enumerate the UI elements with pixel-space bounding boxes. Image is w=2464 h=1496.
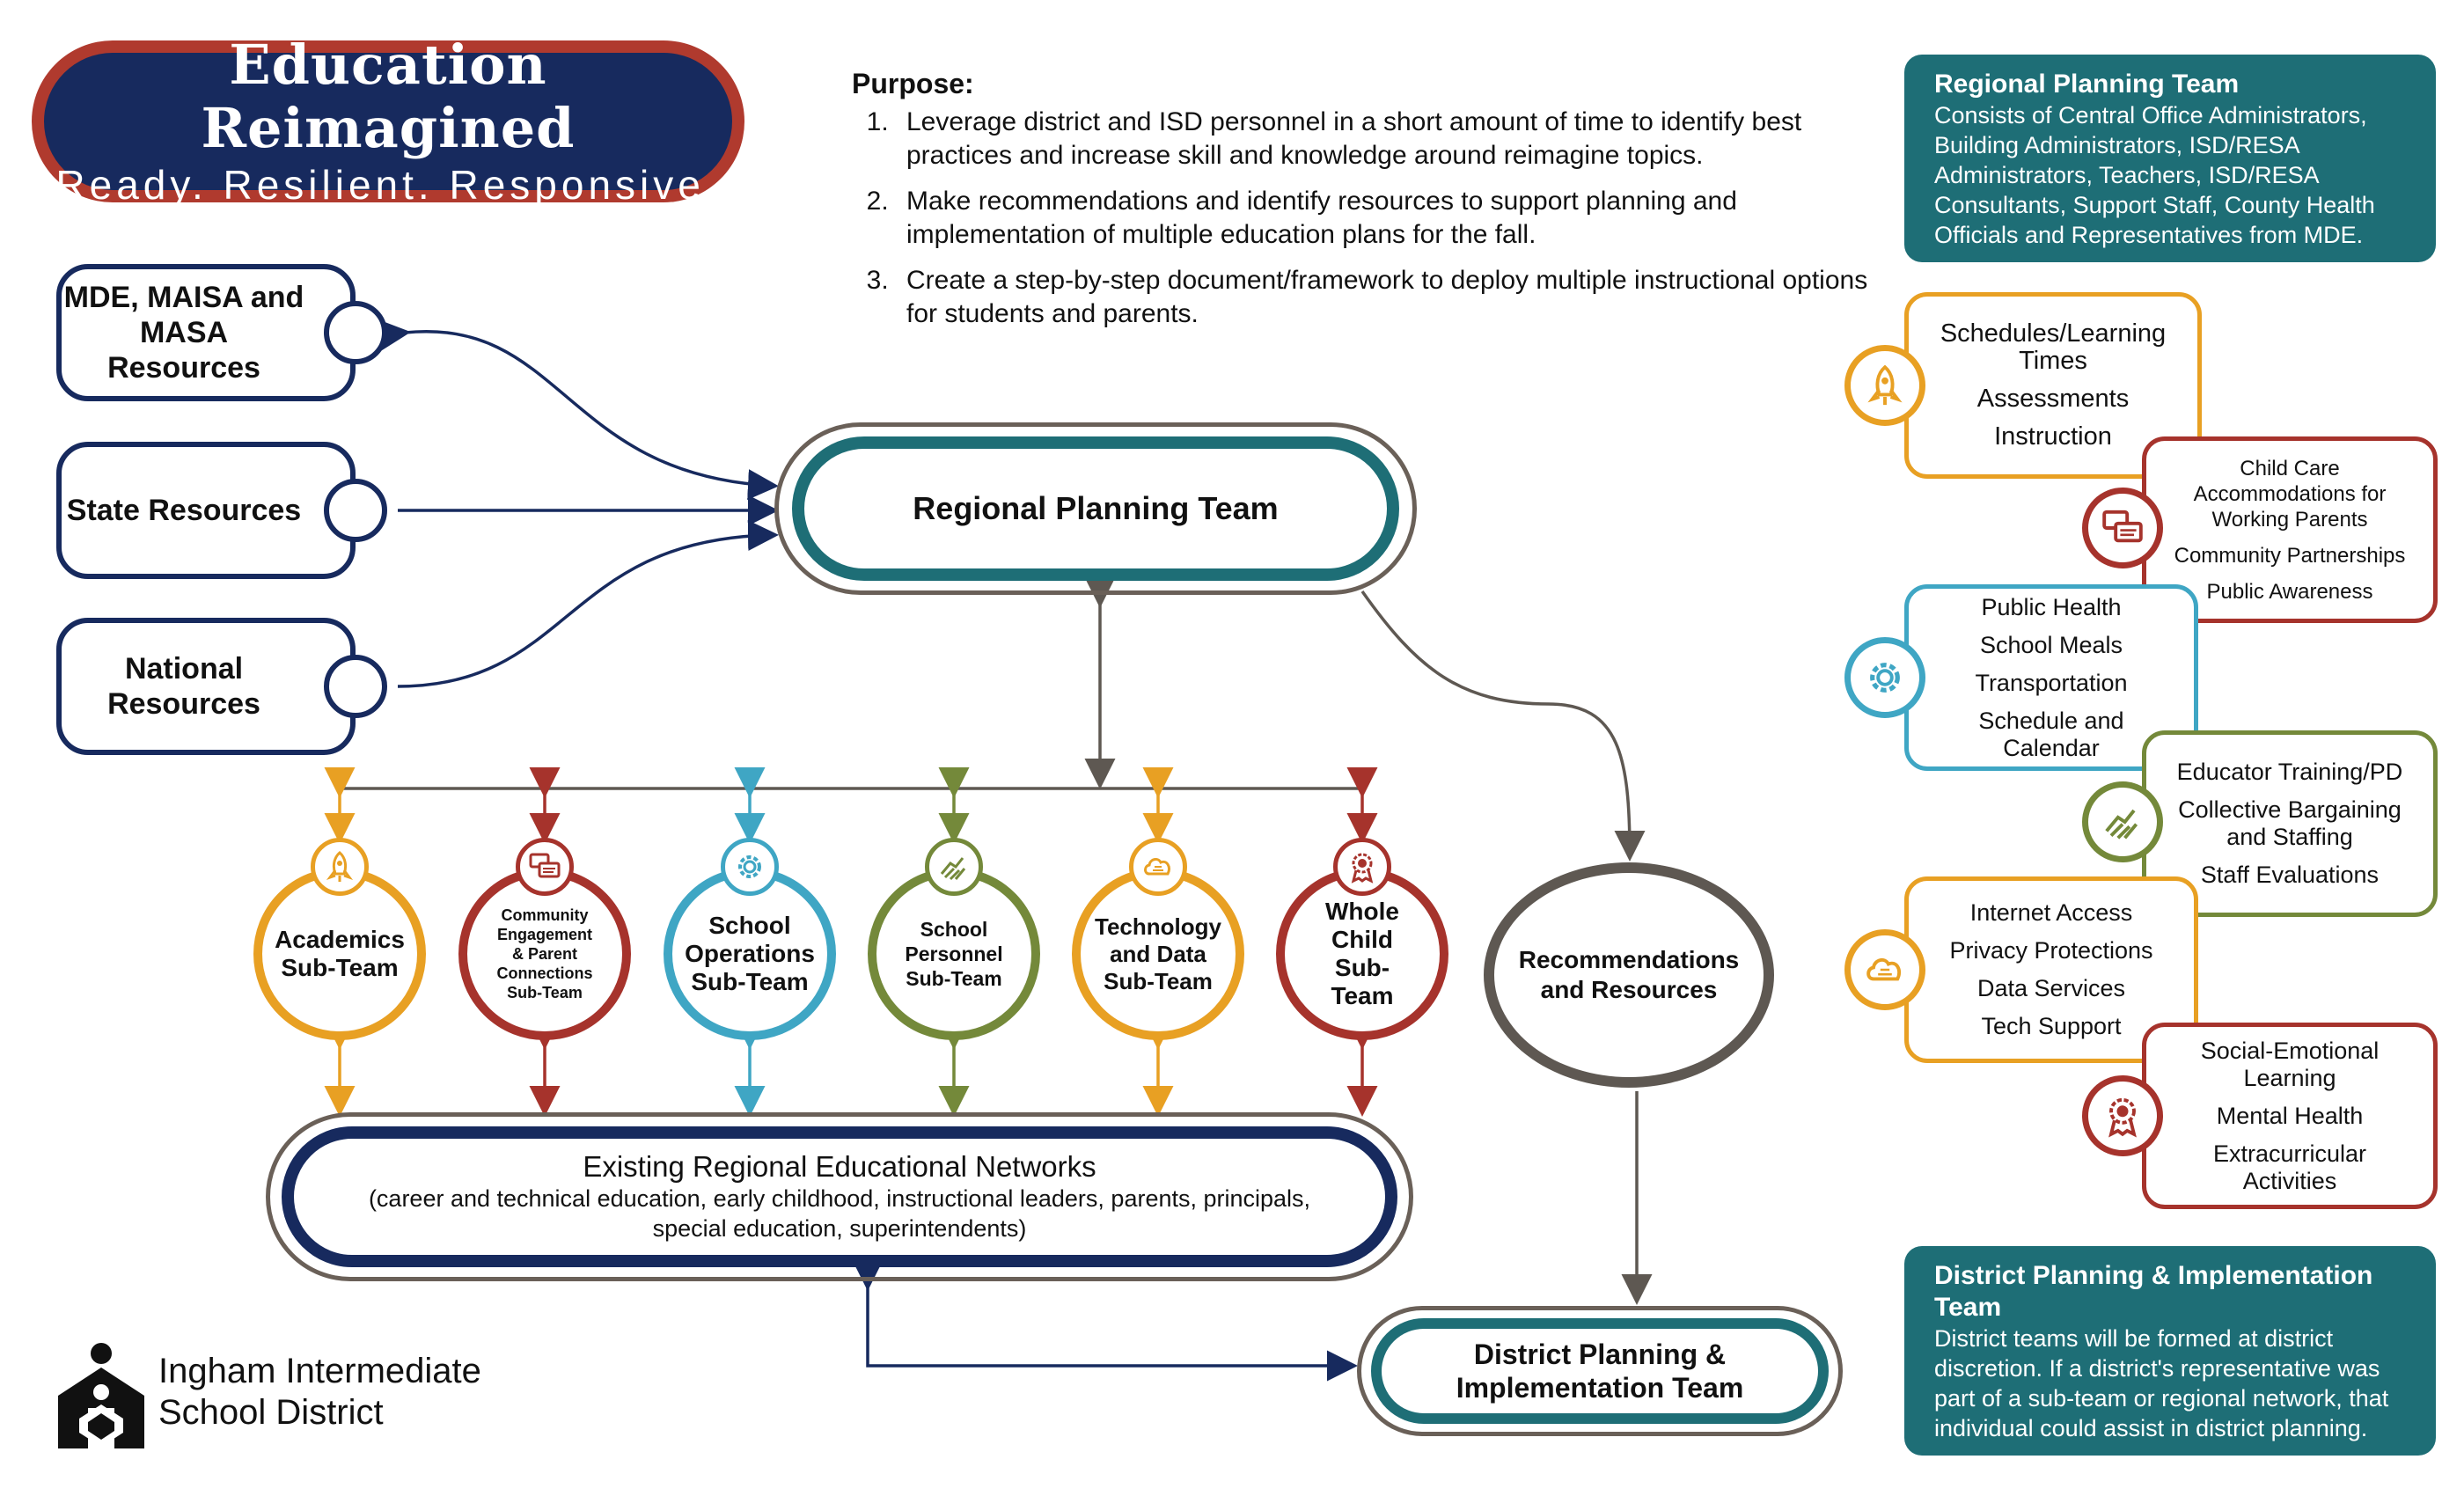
networks-subtitle: (career and technical education, early c… <box>368 1185 1311 1242</box>
topic-item: Internet Access <box>1969 899 2133 926</box>
topic-item: Collective Bargaining and Staffing <box>2178 796 2402 850</box>
sidebar-dpit-info: District Planning & Implementation Team … <box>1904 1246 2436 1456</box>
topic-item: Community Partnerships <box>2174 543 2406 568</box>
topic-card-personnel: Educator Training/PD Collective Bargaini… <box>2142 730 2438 917</box>
district-team-node: District Planning & Implementation Team <box>1371 1318 1829 1424</box>
topic-item: Public Awareness <box>2206 579 2373 604</box>
topic-item: Assessments <box>1976 385 2130 413</box>
chat-bubbles-icon <box>2082 488 2163 568</box>
subteam-technology-data: Technology and Data Sub-Team <box>1072 868 1244 1040</box>
topic-item: Staff Evaluations <box>2200 862 2380 888</box>
rocket-icon <box>1844 345 1925 426</box>
topic-item: Child Care Accommodations for Working Pa… <box>2193 456 2387 532</box>
page-title: Education Reimagined <box>201 33 576 160</box>
topic-card-community: Child Care Accommodations for Working Pa… <box>2142 436 2438 623</box>
topic-item: Social-Emotional Learning <box>2200 1037 2380 1091</box>
topic-item: Schedules/Learning Times <box>1940 319 2167 375</box>
resource-connector-knob <box>324 479 387 542</box>
award-icon <box>1333 838 1391 896</box>
subteam-label: Academics Sub-Team <box>275 926 405 981</box>
resource-label: State Resources <box>66 494 302 527</box>
isd-logo-line2: School District <box>158 1393 384 1432</box>
topic-item: Educator Training/PD <box>2176 759 2403 785</box>
networks-node: Existing Regional Educational Networks (… <box>282 1126 1397 1267</box>
title-banner-inner: Education Reimagined Ready. Resilient. R… <box>44 33 732 208</box>
resource-box-national: National Resources <box>56 618 356 755</box>
chat-bubbles-icon <box>516 838 574 896</box>
purpose-item: Leverage district and ISD personnel in a… <box>896 106 1873 172</box>
sidebar-dpit-title: District Planning & Implementation Team <box>1934 1261 2373 1322</box>
topic-item: Tech Support <box>1981 1013 2122 1039</box>
topic-item: Public Health <box>1981 593 2122 620</box>
purpose-list: Leverage district and ISD personnel in a… <box>852 106 1873 331</box>
cloud-icon <box>1129 838 1187 896</box>
topic-item: Mental Health <box>2216 1102 2364 1129</box>
regional-planning-team-frame <box>774 422 1417 595</box>
isd-logo <box>53 1341 150 1455</box>
resource-box-mde: MDE, MAISA and MASA Resources <box>56 264 356 401</box>
district-team-frame <box>1357 1306 1843 1436</box>
handshake-icon <box>925 838 983 896</box>
topic-card-operations: Public Health School Meals Transportatio… <box>1904 584 2198 771</box>
cloud-icon <box>1844 929 1925 1010</box>
resource-connector-knob <box>324 655 387 718</box>
resource-label: National Resources <box>107 652 260 721</box>
subteam-school-operations: School Operations Sub-Team <box>664 868 836 1040</box>
topic-item: Extracurricular Activities <box>2212 1140 2367 1194</box>
subteam-label: Technology and Data Sub-Team <box>1095 913 1221 994</box>
isd-logo-line1: Ingham Intermediate <box>158 1352 481 1390</box>
sidebar-rpt-info: Regional Planning Team Consists of Centr… <box>1904 55 2436 262</box>
subteam-school-personnel: School Personnel Sub-Team <box>868 868 1040 1040</box>
resource-box-state: State Resources <box>56 442 356 579</box>
topic-item: Privacy Protections <box>1949 937 2153 964</box>
purpose-item: Make recommendations and identify resour… <box>896 185 1873 252</box>
recommendations-label: Recommendations and Resources <box>1518 946 1740 1003</box>
purpose-heading: Purpose: <box>852 68 974 99</box>
subteam-label: Whole Child Sub-Team <box>1325 898 1399 1009</box>
networks-frame <box>266 1112 1413 1281</box>
purpose-section: Purpose: Leverage district and ISD perso… <box>852 67 1873 343</box>
subteam-label: Community Engagement & Parent Connection… <box>496 906 593 1001</box>
regional-planning-team-label: Regional Planning Team <box>913 490 1279 526</box>
topic-item: Data Services <box>1976 975 2126 1001</box>
rocket-icon <box>311 838 369 896</box>
page-tagline: Ready. Resilient. Responsive. <box>55 162 721 208</box>
sidebar-rpt-text: Consists of Central Office Administrator… <box>1934 102 2375 248</box>
handshake-icon <box>2082 781 2163 862</box>
topic-item: Transportation <box>1975 669 2128 696</box>
regional-planning-team-node: Regional Planning Team <box>792 436 1399 581</box>
district-team-label: District Planning & Implementation Team <box>1456 1338 1744 1404</box>
gear-icon <box>721 838 779 896</box>
gear-icon <box>1844 637 1925 718</box>
recommendations-node: Recommendations and Resources <box>1484 862 1774 1088</box>
networks-title: Existing Regional Educational Networks <box>583 1150 1096 1183</box>
topic-card-whole-child: Social-Emotional Learning Mental Health … <box>2142 1023 2438 1209</box>
resource-label: MDE, MAISA and MASA Resources <box>63 281 304 385</box>
title-banner: Education Reimagined Ready. Resilient. R… <box>32 33 744 208</box>
isd-logo-text: Ingham Intermediate School District <box>158 1351 481 1434</box>
subteam-label: School Personnel Sub-Team <box>905 918 1003 990</box>
isd-logo-mark <box>58 1343 144 1448</box>
topic-item: Schedule and Calendar <box>1978 707 2124 761</box>
sidebar-rpt-title: Regional Planning Team <box>1934 70 2240 99</box>
sidebar-dpit-text: District teams will be formed at distric… <box>1934 1325 2389 1441</box>
award-icon <box>2082 1075 2163 1156</box>
purpose-item: Create a step-by-step document/framework… <box>896 264 1873 331</box>
topic-card-technology: Internet Access Privacy Protections Data… <box>1904 876 2198 1063</box>
resource-connector-knob <box>324 301 387 364</box>
topic-item: School Meals <box>1979 631 2123 658</box>
subteam-label: School Operations Sub-Team <box>685 912 815 995</box>
topic-item: Instruction <box>1994 422 2112 451</box>
